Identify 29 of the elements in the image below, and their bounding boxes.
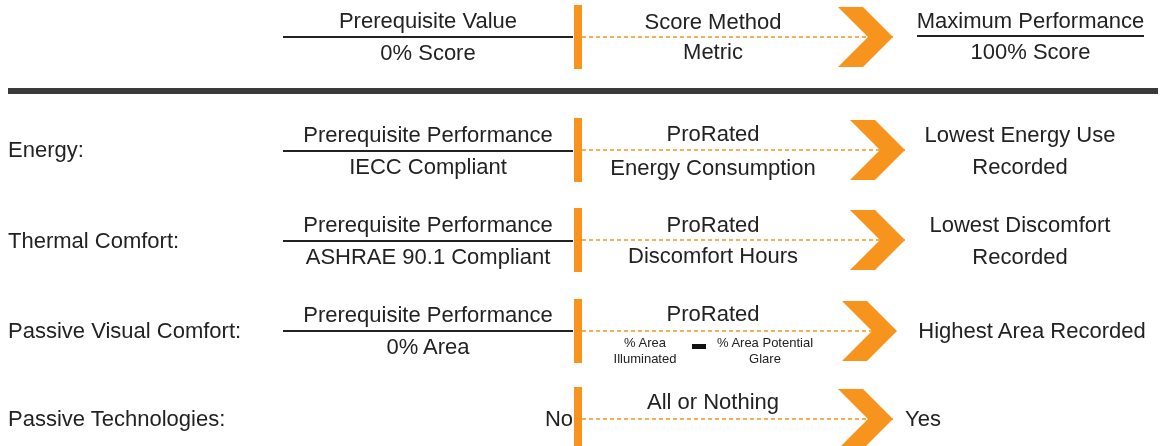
fraction-denominator: 0% Area <box>386 333 470 361</box>
formula-term: % Area Illuminated <box>612 335 678 367</box>
method-label: All or Nothing <box>646 389 780 415</box>
method-label: Discomfort Hours <box>628 243 798 269</box>
fraction-numerator: Prerequisite Performance <box>283 120 573 152</box>
result-text: Lowest Discomfort Recorded <box>928 211 1112 271</box>
fraction-denominator: ASHRAE 90.1 Compliant <box>305 243 551 271</box>
result-text: Lowest Energy Use Recorded <box>923 121 1117 181</box>
method-label: ProRated <box>666 121 760 147</box>
method-label: ProRated <box>666 301 760 327</box>
method-label: ProRated <box>666 212 760 238</box>
fraction-numerator: Maximum Performance <box>916 7 1145 37</box>
formula-term: % Area Potential Glare <box>715 335 815 367</box>
fraction-denominator: 0% Score <box>380 39 476 67</box>
fraction-numerator: Prerequisite Performance <box>283 300 573 332</box>
fraction-denominator: IECC Compliant <box>349 153 507 181</box>
method-label: Score Method <box>644 9 782 35</box>
fraction-numerator: Prerequisite Value <box>283 6 573 38</box>
row-heading: Passive Technologies: <box>8 406 226 432</box>
fraction-denominator: 100% Score <box>970 38 1091 66</box>
result-text: No <box>544 405 573 433</box>
method-label: Energy Consumption <box>610 155 816 181</box>
method-label: Metric <box>683 39 743 65</box>
result-text: Yes <box>905 405 941 433</box>
fraction-numerator: Prerequisite Performance <box>283 210 573 242</box>
result-text: Highest Area Recorded <box>918 317 1146 345</box>
row-heading: Thermal Comfort: <box>8 228 180 254</box>
row-heading: Passive Visual Comfort: <box>8 318 242 344</box>
row-heading: Energy: <box>8 137 84 163</box>
